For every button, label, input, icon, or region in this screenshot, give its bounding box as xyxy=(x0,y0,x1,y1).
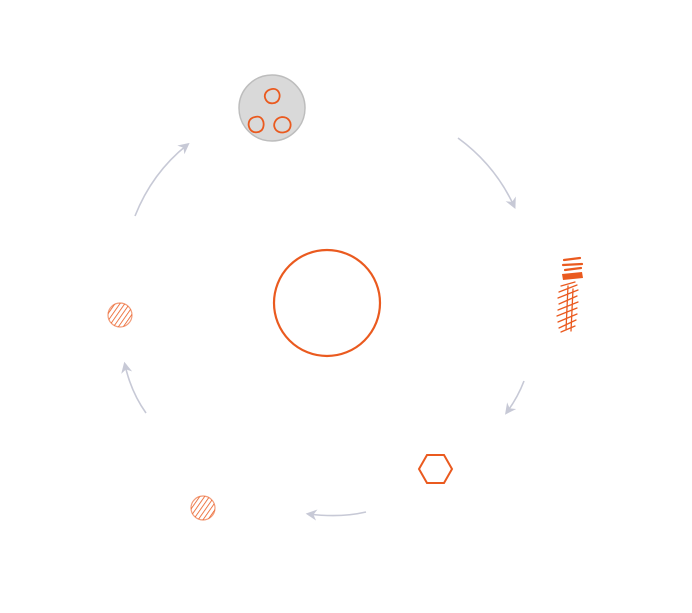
hatched-dot-left-edge xyxy=(107,302,133,328)
hatched-dot-lower-fill xyxy=(191,496,215,520)
center-ring xyxy=(272,248,382,358)
plate-disc xyxy=(238,74,306,142)
plate-ring-top xyxy=(263,88,281,105)
plate-with-three-rings xyxy=(238,74,306,142)
hatched-dot-lower xyxy=(190,495,216,521)
arrow-left-dot-to-plate xyxy=(134,142,190,217)
arrow-plate-to-tube xyxy=(457,137,516,210)
arrow-hexagon-to-dot xyxy=(305,509,367,521)
arrow-tube-to-hexagon xyxy=(505,380,525,415)
hatched-dot-left-fill xyxy=(108,303,132,327)
hatched-dot-lower-edge xyxy=(190,495,216,521)
hexagon-outline xyxy=(417,454,454,484)
hatched-dot-left xyxy=(107,302,133,328)
plate-ring-right xyxy=(273,116,292,134)
scribbled-tube xyxy=(556,256,584,333)
tube-band xyxy=(562,272,583,280)
arrow-dot-to-left-dot xyxy=(121,361,147,414)
tube-body xyxy=(556,281,579,333)
tube-cap xyxy=(561,256,584,272)
plate-ring-left xyxy=(247,115,265,134)
